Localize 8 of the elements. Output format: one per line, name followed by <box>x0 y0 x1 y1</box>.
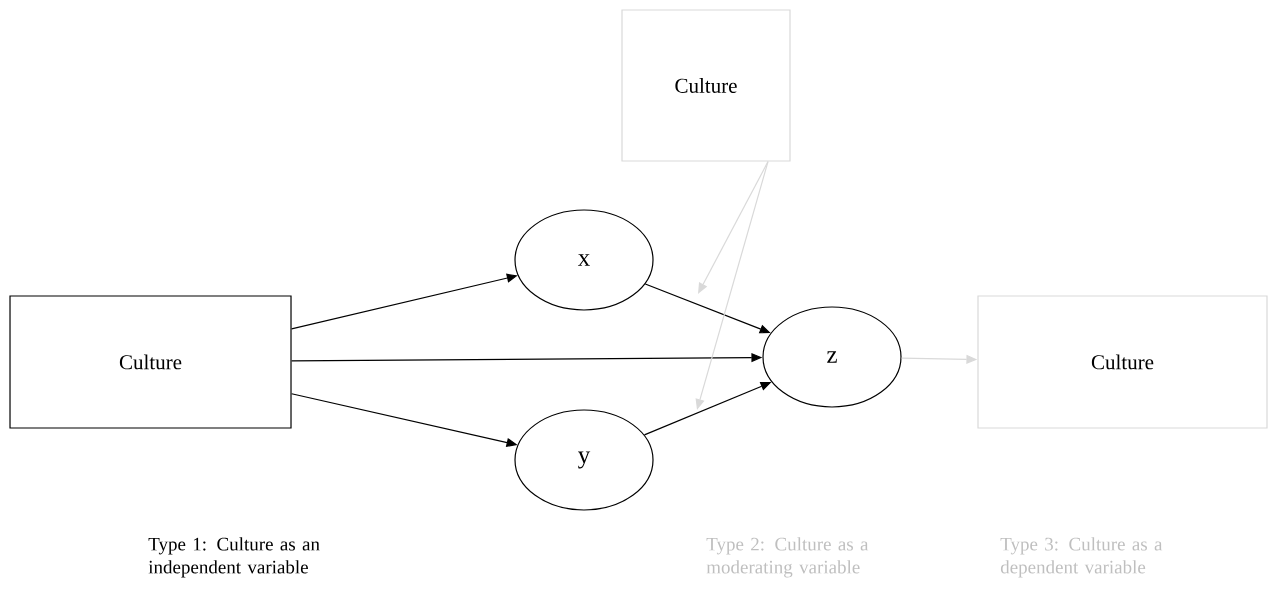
type-caption: Type 1: Culture as an independent variable <box>148 537 320 578</box>
type-caption: Type 3: Culture as a dependent variable <box>1000 537 1163 578</box>
culture-box: Culture <box>621 9 791 162</box>
arrow <box>698 161 769 294</box>
type-caption: Type 2: Culture as a moderating variable <box>706 537 869 578</box>
culture-box: Culture <box>9 295 292 429</box>
arrow <box>695 161 769 410</box>
culture-box: Culture <box>977 295 1268 429</box>
